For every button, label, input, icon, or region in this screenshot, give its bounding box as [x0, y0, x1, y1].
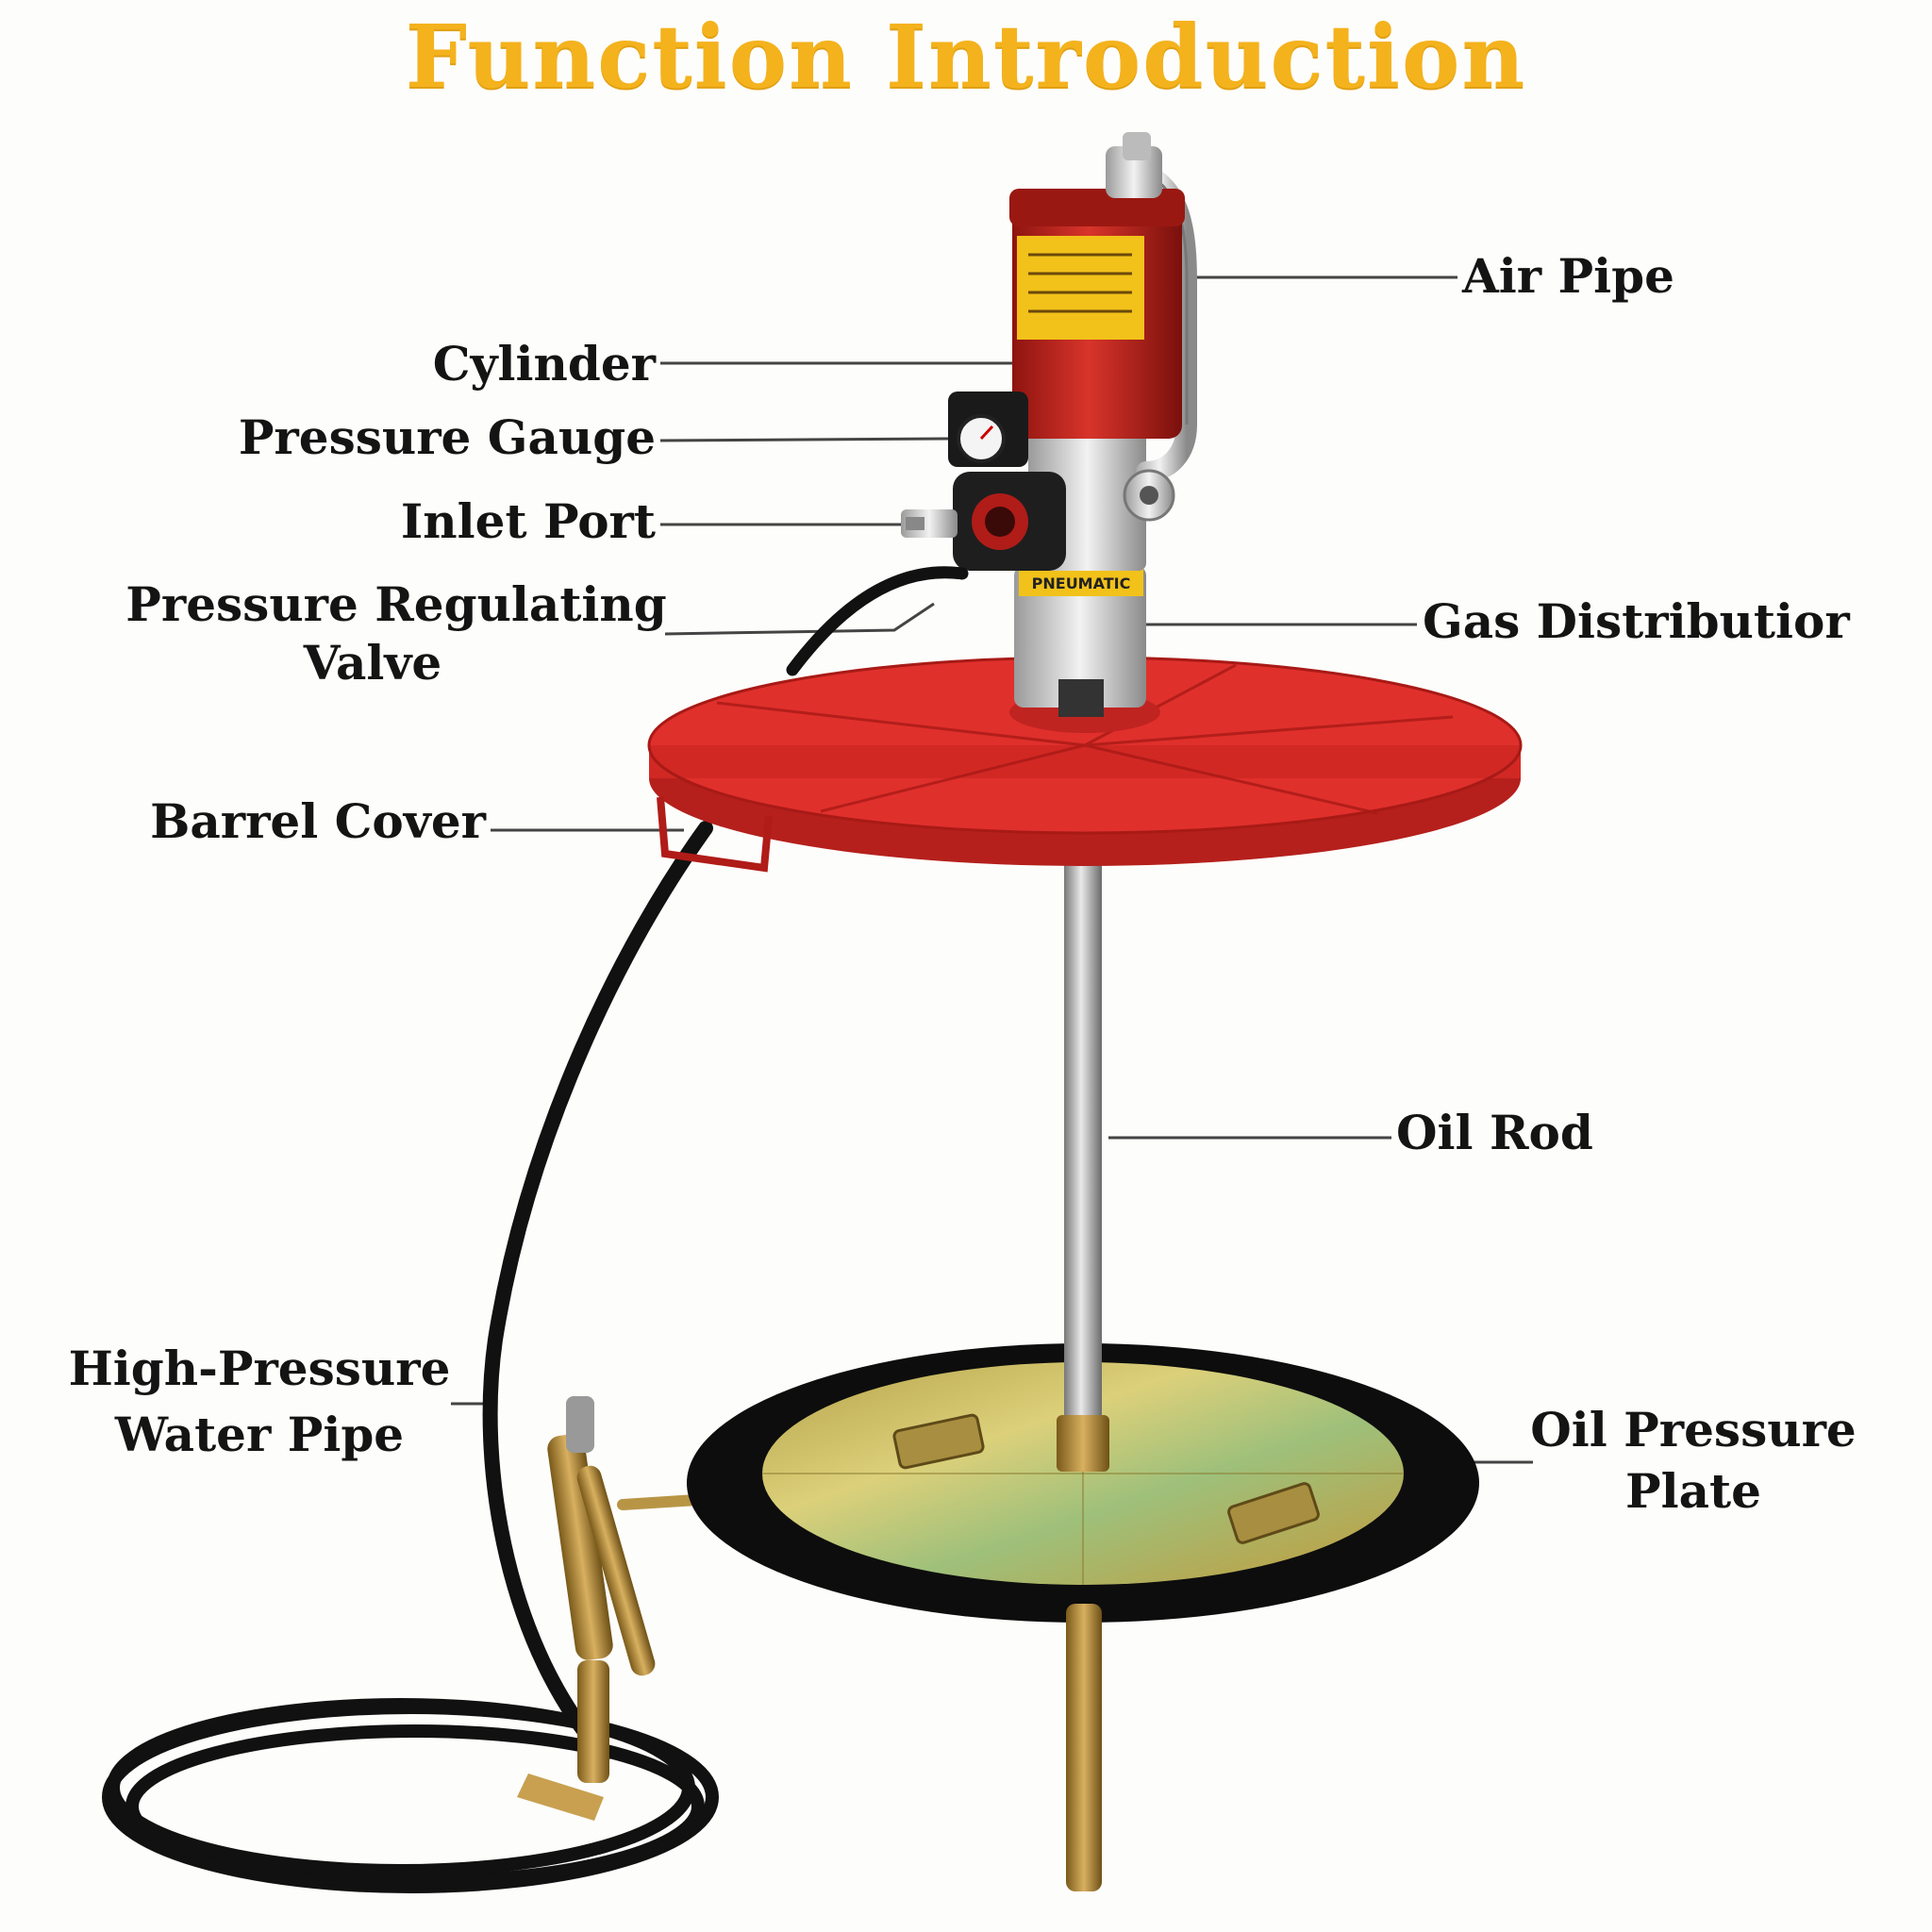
barrel-cover [647, 656, 1523, 873]
pressure-regulating-valve [953, 472, 1066, 571]
label-air-pipe: Air Pipe [1462, 248, 1674, 304]
suction-tube [1066, 1604, 1102, 1891]
label-gas-distribution: Gas Distributior [1423, 593, 1850, 649]
label-cylinder: Cylinder [432, 336, 656, 391]
high-pressure-hose [482, 821, 713, 1762]
diagram-title: Function Introduction [405, 6, 1527, 108]
air-hose [786, 566, 969, 676]
label-pressure-regulating-valve-line2: Valve [303, 635, 442, 691]
leader-pressure-gauge [659, 437, 949, 442]
label-high-pressure-water-pipe-line2: Water Pipe [114, 1407, 405, 1462]
svg-text:PNEUMATIC: PNEUMATIC [1032, 575, 1131, 592]
grease-gun [517, 1396, 732, 1821]
label-barrel-cover: Barrel Cover [150, 793, 486, 849]
pressure-gauge [948, 391, 1028, 467]
label-oil-rod: Oil Rod [1396, 1105, 1593, 1160]
label-oil-pressure-plate-line1: Oil Pressure [1530, 1402, 1857, 1457]
leader-pressure-regulating-valve [664, 602, 935, 636]
label-pressure-regulating-valve-line1: Pressure Regulating [125, 576, 667, 632]
label-high-pressure-water-pipe-line1: High-Pressure [68, 1341, 451, 1396]
label-pressure-gauge: Pressure Gauge [238, 409, 656, 465]
gas-distribution-body [1014, 566, 1146, 708]
inlet-port [901, 509, 958, 538]
label-oil-pressure-plate-line2: Plate [1625, 1463, 1761, 1519]
label-inlet-port: Inlet Port [400, 493, 656, 549]
oil-pressure-plate [687, 1343, 1479, 1623]
oil-rod [1064, 830, 1102, 1472]
hose-coil [102, 1698, 719, 1893]
